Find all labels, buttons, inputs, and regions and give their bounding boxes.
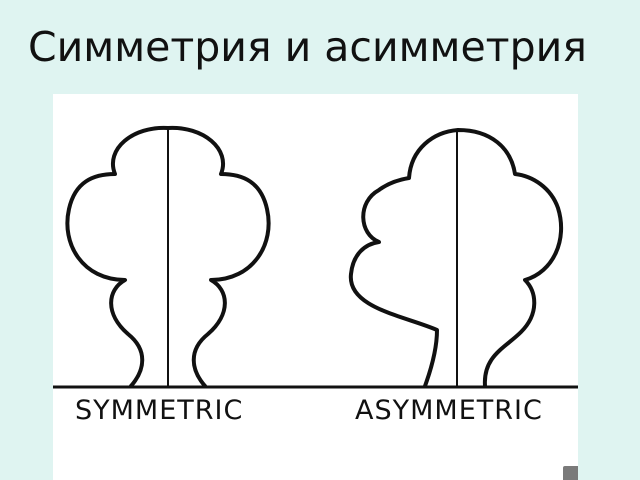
asymmetric-tree-outline — [348, 128, 564, 388]
asymmetric-caption: ASYMMETRIC — [355, 395, 543, 426]
symmetric-caption: SYMMETRIC — [75, 395, 244, 426]
slide-title: Симметрия и асимметрия — [28, 23, 587, 71]
corner-mark — [563, 466, 578, 480]
trees-drawing — [53, 125, 578, 389]
illustration-panel: SYMMETRIC ASYMMETRIC — [53, 94, 578, 480]
